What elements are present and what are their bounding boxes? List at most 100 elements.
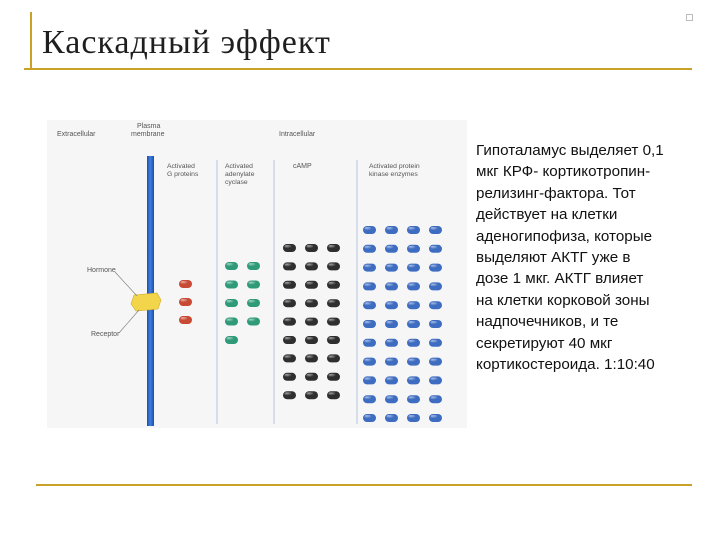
label-plasma-membrane: Plasma membrane	[131, 123, 165, 138]
label-extracellular: Extracellular	[57, 131, 96, 138]
label-adenylate-cyclase-line1: Activated	[225, 163, 253, 170]
protein-kinase-pill-highlight	[364, 339, 372, 343]
protein-kinase-pill-highlight	[386, 415, 394, 418]
protein-kinase-pill-highlight	[430, 227, 438, 230]
cascade-description: Гипоталамус выделяет 0,1 мкг КРФ- кортик…	[476, 140, 704, 375]
protein-kinase-pill-highlight	[364, 264, 372, 268]
protein-kinase-pill-highlight	[364, 302, 372, 306]
camp-pill-highlight	[284, 373, 292, 377]
protein-kinase-pill-highlight	[408, 321, 416, 324]
protein-kinase-pill-highlight	[386, 339, 394, 343]
protein-kinase-pill-highlight	[364, 415, 372, 418]
adenylate-cyclase-pill-highlight	[226, 300, 234, 303]
footer-line	[36, 484, 692, 486]
camp-pill-highlight	[306, 263, 314, 267]
protein-kinase-pill-highlight	[364, 377, 372, 381]
adenylate-cyclase-pill-highlight	[226, 318, 234, 322]
protein-kinase-pill-highlight	[386, 264, 394, 268]
camp-pill-highlight	[328, 318, 336, 322]
protein-kinase-pill-highlight	[364, 283, 372, 287]
cascade-diagram: Extracellular Plasma membrane Intracellu…	[47, 120, 467, 428]
protein-kinase-pill-highlight	[408, 339, 416, 343]
label-protein-kinase-line1: Activated protein	[369, 163, 420, 170]
camp-pill-highlight	[306, 355, 314, 359]
molecule-layer	[179, 226, 442, 422]
protein-kinase-pill-highlight	[364, 396, 372, 400]
adenylate-cyclase-pill-highlight	[248, 300, 256, 303]
protein-kinase-pill-highlight	[364, 227, 372, 230]
label-plasma-membrane-line1: Plasma	[137, 123, 160, 130]
description-line: Гипоталамус выделяет 0,1	[476, 142, 664, 159]
camp-pill-highlight	[284, 281, 292, 285]
protein-kinase-pill-highlight	[430, 264, 438, 268]
label-hormone: Hormone	[87, 267, 116, 274]
camp-pill-highlight	[306, 300, 314, 304]
camp-pill-highlight	[306, 318, 314, 322]
receptor-shape	[130, 292, 162, 312]
camp-pill-highlight	[284, 392, 292, 396]
protein-kinase-pill-highlight	[408, 245, 416, 249]
protein-kinase-pill-highlight	[408, 415, 416, 418]
protein-kinase-pill-highlight	[408, 283, 416, 287]
camp-pill-highlight	[328, 355, 336, 359]
adenylate-cyclase-pill-highlight	[248, 263, 256, 266]
protein-kinase-pill-highlight	[430, 302, 438, 306]
camp-pill-highlight	[306, 245, 314, 248]
camp-pill-highlight	[328, 300, 336, 304]
label-intracellular: Intracellular	[279, 131, 316, 138]
protein-kinase-pill-highlight	[430, 321, 438, 324]
g-protein-pill-highlight	[180, 299, 188, 302]
protein-kinase-pill-highlight	[364, 358, 372, 362]
camp-pill-highlight	[328, 245, 336, 248]
label-adenylate-cyclase-line2: adenylate	[225, 171, 255, 178]
protein-kinase-pill-highlight	[430, 283, 438, 287]
protein-kinase-pill-highlight	[386, 396, 394, 400]
description-line: действует на клетки	[476, 206, 618, 224]
camp-pill-highlight	[306, 392, 314, 396]
title-underline	[24, 68, 692, 70]
protein-kinase-pill-highlight	[386, 377, 394, 381]
label-g-proteins-line1: Activated	[167, 163, 195, 170]
camp-pill-highlight	[328, 392, 336, 396]
protein-kinase-pill-highlight	[408, 377, 416, 381]
protein-kinase-pill-highlight	[408, 396, 416, 400]
protein-kinase-pill-highlight	[408, 302, 416, 306]
slide-title: Каскадный эффект	[42, 24, 331, 61]
adenylate-cyclase-pill-highlight	[226, 337, 234, 340]
camp-pill-highlight	[284, 318, 292, 322]
adenylate-cyclase-pill-highlight	[248, 318, 256, 322]
camp-pill-highlight	[284, 263, 292, 267]
description-line: релизинг-фактора. Тот	[476, 184, 636, 202]
label-camp: cAMP	[293, 163, 312, 170]
title-accent-vertical-line	[30, 12, 32, 68]
description-line: секретируют 40 мкг	[476, 334, 613, 352]
protein-kinase-pill-highlight	[408, 358, 416, 362]
protein-kinase-pill-highlight	[430, 358, 438, 362]
g-protein-pill-highlight	[180, 317, 188, 320]
receptor-pointer	[118, 309, 140, 334]
label-protein-kinase-line2: kinase enzymes	[369, 171, 418, 178]
adenylate-cyclase-pill-highlight	[226, 281, 234, 285]
description-line: кортикостероида. 1:10:40	[476, 356, 655, 374]
camp-pill-highlight	[306, 281, 314, 285]
hormone-pointer	[114, 271, 138, 297]
cascade-diagram-svg: Extracellular Plasma membrane Intracellu…	[57, 123, 442, 426]
label-protein-kinase: Activated protein kinase enzymes	[369, 163, 422, 178]
protein-kinase-pill-highlight	[408, 227, 416, 230]
camp-pill-highlight	[306, 373, 314, 377]
protein-kinase-pill-highlight	[430, 339, 438, 343]
protein-kinase-pill-highlight	[386, 245, 394, 249]
adenylate-cyclase-pill-highlight	[226, 263, 234, 266]
camp-pill-highlight	[328, 263, 336, 267]
description-line: дозе 1 мкг. АКТГ влияет	[476, 270, 644, 288]
label-g-proteins: Activated G proteins	[167, 163, 199, 178]
description-line: аденогипофиза, которые	[476, 227, 653, 245]
description-line: мкг КРФ- кортикотропин-	[476, 163, 651, 181]
camp-pill-highlight	[328, 337, 336, 340]
protein-kinase-pill-highlight	[386, 321, 394, 324]
adenylate-cyclase-pill-highlight	[248, 281, 256, 285]
protein-kinase-pill-highlight	[364, 245, 372, 249]
camp-pill-highlight	[284, 355, 292, 359]
protein-kinase-pill-highlight	[386, 227, 394, 230]
camp-pill-highlight	[328, 281, 336, 285]
